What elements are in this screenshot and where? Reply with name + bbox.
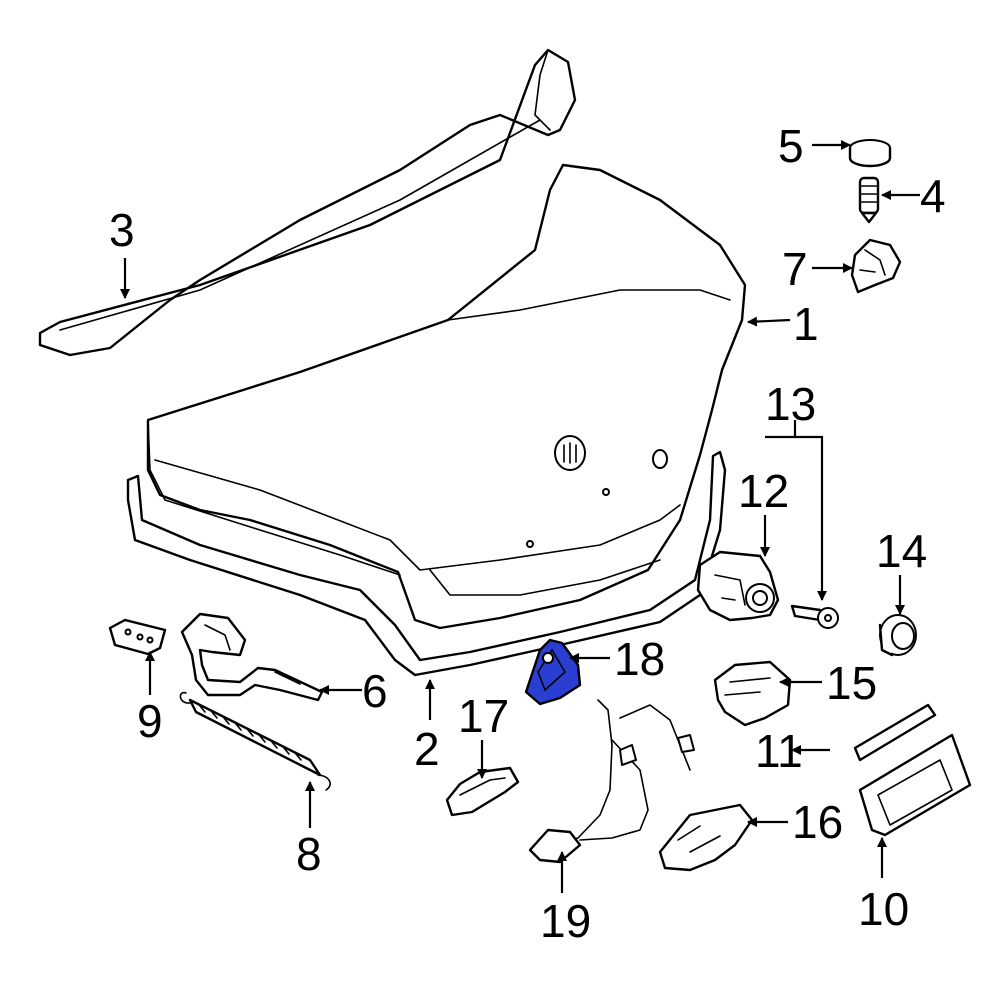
part-12-lock-cylinder[interactable] [696, 550, 780, 622]
callout-labels: 3 1 2 4 5 6 7 8 9 10 11 12 13 14 15 16 1… [109, 120, 946, 947]
part-15-latch[interactable] [713, 660, 792, 727]
callout-7: 7 [782, 243, 808, 295]
callout-14: 14 [876, 525, 927, 577]
callout-1: 1 [793, 298, 819, 350]
callout-12: 12 [738, 465, 789, 517]
callout-16: 16 [792, 796, 843, 848]
part-2-weatherstrip[interactable] [126, 450, 727, 677]
callout-2: 2 [414, 723, 440, 775]
part-4-bumper[interactable] [858, 176, 880, 224]
callout-11: 11 [755, 725, 803, 777]
callout-17: 17 [458, 690, 509, 742]
part-3-spoiler[interactable] [38, 48, 577, 357]
leader-lines [120, 140, 920, 893]
part-1-trunk-lid[interactable] [146, 163, 747, 630]
part-11-strip[interactable] [853, 703, 937, 762]
part-9-plate[interactable] [108, 618, 167, 656]
part-14-grommet[interactable] [878, 614, 917, 657]
part-16-bracket[interactable] [658, 803, 754, 872]
part-19-release-cable[interactable] [528, 699, 695, 864]
part-17-switch[interactable] [445, 766, 520, 817]
part-5-cap[interactable] [848, 139, 892, 168]
callout-4: 4 [920, 170, 946, 222]
callout-3: 3 [109, 204, 135, 256]
callout-15: 15 [826, 657, 877, 709]
callout-5: 5 [778, 120, 804, 172]
callout-13: 13 [765, 378, 816, 430]
callout-10: 10 [858, 883, 909, 935]
part-8-spring[interactable] [179, 691, 331, 791]
callout-18: 18 [614, 633, 665, 685]
callout-8: 8 [296, 828, 322, 880]
part-7-clip[interactable] [850, 238, 902, 294]
part-18-highlighted-bracket[interactable] [524, 638, 582, 706]
part-10-panel[interactable] [858, 733, 972, 837]
part-13-key[interactable] [790, 604, 839, 629]
callout-9: 9 [137, 695, 163, 747]
callout-6: 6 [362, 665, 388, 717]
callout-19: 19 [540, 895, 591, 947]
part-6-hinge[interactable] [180, 612, 324, 702]
